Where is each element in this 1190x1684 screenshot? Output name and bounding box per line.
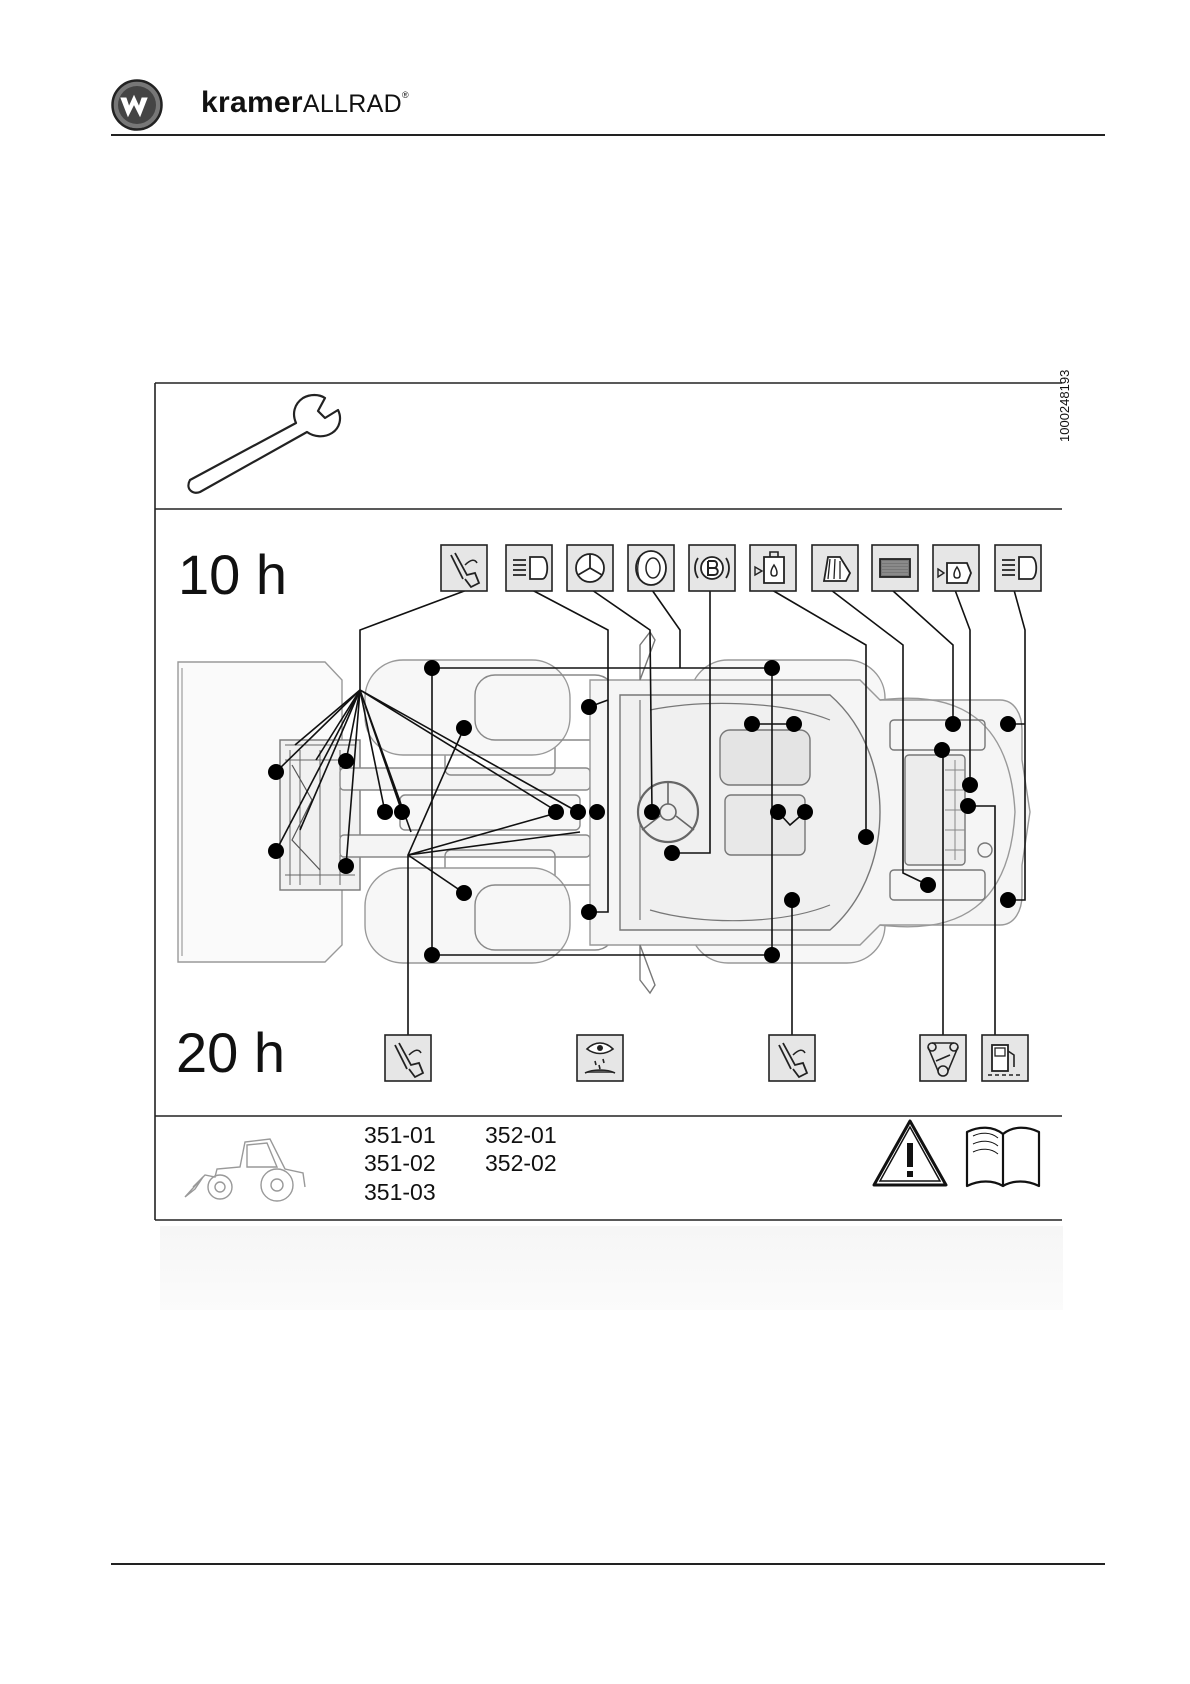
warning-light-icon [812, 545, 858, 591]
point [764, 660, 780, 676]
point [786, 716, 802, 732]
wrench-icon [188, 395, 340, 493]
warning-triangle-icon [874, 1121, 946, 1185]
point [644, 804, 660, 820]
model-ref: 352-02 [485, 1150, 557, 1177]
icons-20h [385, 1035, 1028, 1081]
point [377, 804, 393, 820]
point [589, 804, 605, 820]
wheel-loader-icon [185, 1139, 305, 1201]
model-ref: 352-01 [485, 1122, 557, 1149]
point [920, 877, 936, 893]
point [424, 660, 440, 676]
manual-book-icon [967, 1128, 1039, 1186]
point [934, 742, 950, 758]
point [268, 764, 284, 780]
grease-gun-icon [385, 1035, 431, 1081]
point [945, 716, 961, 732]
brake-icon [689, 545, 735, 591]
point [581, 904, 597, 920]
fuel-icon [982, 1035, 1028, 1081]
hydraulic-oil-icon [750, 545, 796, 591]
belt-drive-icon [920, 1035, 966, 1081]
point [962, 777, 978, 793]
grease-gun-icon [769, 1035, 815, 1081]
point [268, 843, 284, 859]
panel-shadow [160, 1226, 1063, 1310]
point [456, 885, 472, 901]
air-filter-icon [872, 545, 918, 591]
point [797, 804, 813, 820]
icons-10h [441, 545, 1041, 591]
point [960, 798, 976, 814]
steering-wheel-icon [567, 545, 613, 591]
point [1000, 716, 1016, 732]
visual-inspection-icon [577, 1035, 623, 1081]
front-light-icon [506, 545, 552, 591]
point [424, 947, 440, 963]
point [784, 892, 800, 908]
point [664, 845, 680, 861]
point [858, 829, 874, 845]
tyre-icon [628, 545, 674, 591]
point [338, 858, 354, 874]
model-ref: 351-01 [364, 1122, 436, 1149]
point [570, 804, 586, 820]
document-id: 1000248193 [1057, 370, 1072, 442]
point [456, 720, 472, 736]
point [338, 753, 354, 769]
interval-20h: 20 h [176, 1020, 285, 1085]
point [1000, 892, 1016, 908]
point [581, 699, 597, 715]
point [770, 804, 786, 820]
point [548, 804, 564, 820]
point [744, 716, 760, 732]
grease-gun-icon [441, 545, 487, 591]
model-ref: 351-03 [364, 1179, 436, 1206]
interval-10h: 10 h [178, 542, 287, 607]
rear-light-icon [995, 545, 1041, 591]
point [394, 804, 410, 820]
point [764, 947, 780, 963]
model-ref: 351-02 [364, 1150, 436, 1177]
footer-rule [111, 1563, 1105, 1565]
engine-oil-icon [933, 545, 979, 591]
